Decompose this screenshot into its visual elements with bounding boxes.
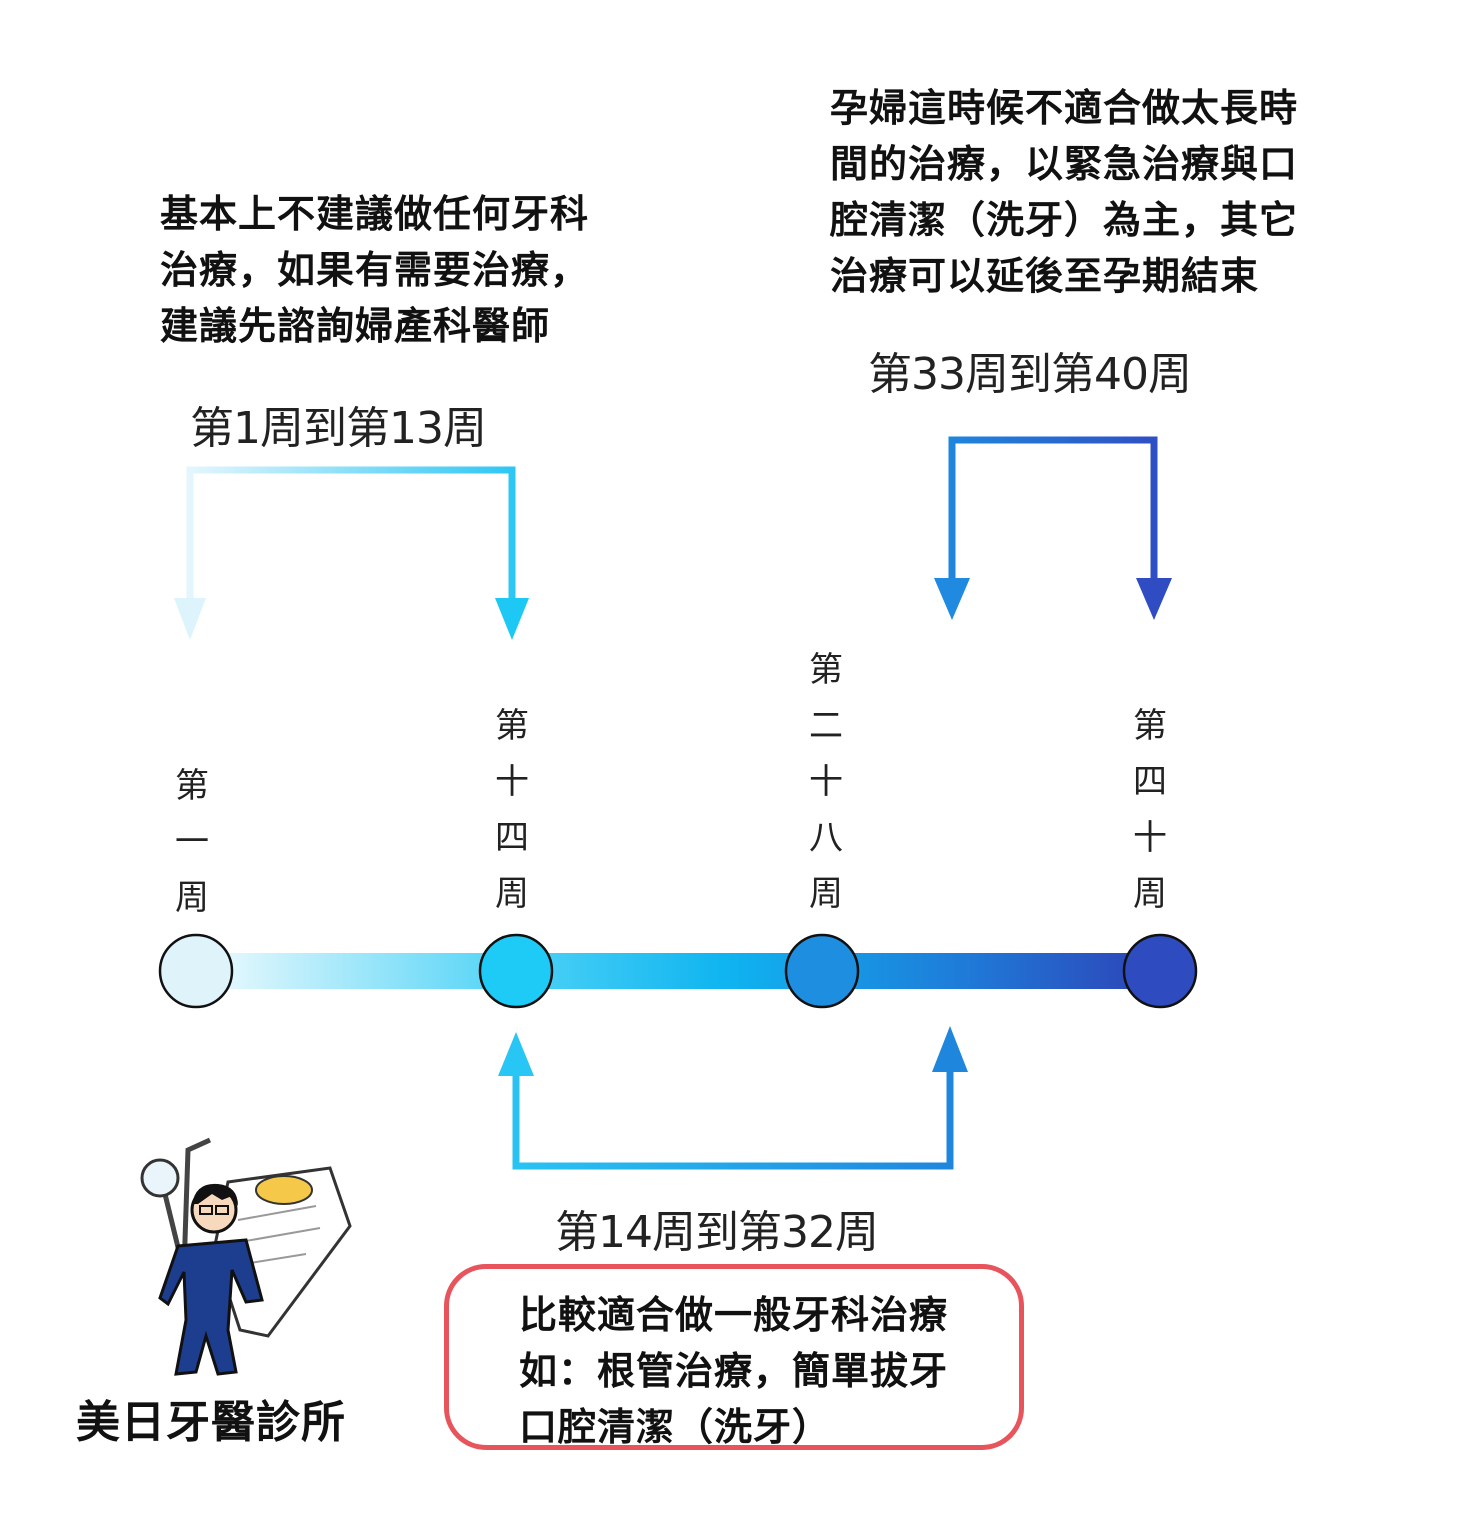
milestone-label-week1: 第 一 周	[175, 766, 209, 918]
bracket-third-trimester	[934, 436, 1172, 620]
clinic-name: 美日牙醫診所	[76, 1397, 346, 1448]
second-trimester-note: 比較適合做一般牙科治療 如：根管治療，簡單拔牙 口腔清潔（洗牙）	[519, 1293, 949, 1449]
dentist-mascot-icon	[140, 1137, 352, 1376]
first-trimester-note: 基本上不建議做任何牙科 治療，如果有需要治療， 建議先諮詢婦產科醫師	[160, 192, 590, 348]
arrow-week14-icon	[495, 598, 529, 640]
milestone-week1-dot	[158, 933, 234, 1009]
second-trimester-box: 比較適合做一般牙科治療 如：根管治療，簡單拔牙 口腔清潔（洗牙）	[444, 1264, 1024, 1450]
milestone-label-week14: 第 十 四 周	[495, 706, 529, 914]
third-trimester-note: 孕婦這時候不適合做太長時 間的治療，以緊急治療與口 腔清潔（洗牙）為主，其它 治…	[830, 86, 1299, 298]
range-label-second: 第14周到第32周	[555, 1207, 879, 1258]
milestone-label-week28: 第 二 十 八 周	[809, 650, 843, 914]
range-label-first: 第1周到第13周	[190, 403, 487, 454]
range-label-third: 第33周到第40周	[868, 349, 1192, 400]
arrow-week1-icon	[174, 598, 206, 640]
milestone-week28-dot	[784, 933, 860, 1009]
arrow-week14-up-icon	[498, 1032, 534, 1076]
timeline-bar	[196, 953, 1160, 989]
bracket-second-trimester	[498, 1026, 968, 1170]
arrow-week33-icon	[934, 578, 970, 620]
milestone-week14-dot	[478, 933, 554, 1009]
arrow-week40-icon	[1136, 578, 1172, 620]
milestone-week40-dot	[1122, 933, 1198, 1009]
milestone-label-week40: 第 四 十 周	[1133, 706, 1167, 914]
bracket-first-trimester	[174, 466, 529, 640]
arrow-week32-up-icon	[932, 1026, 968, 1072]
